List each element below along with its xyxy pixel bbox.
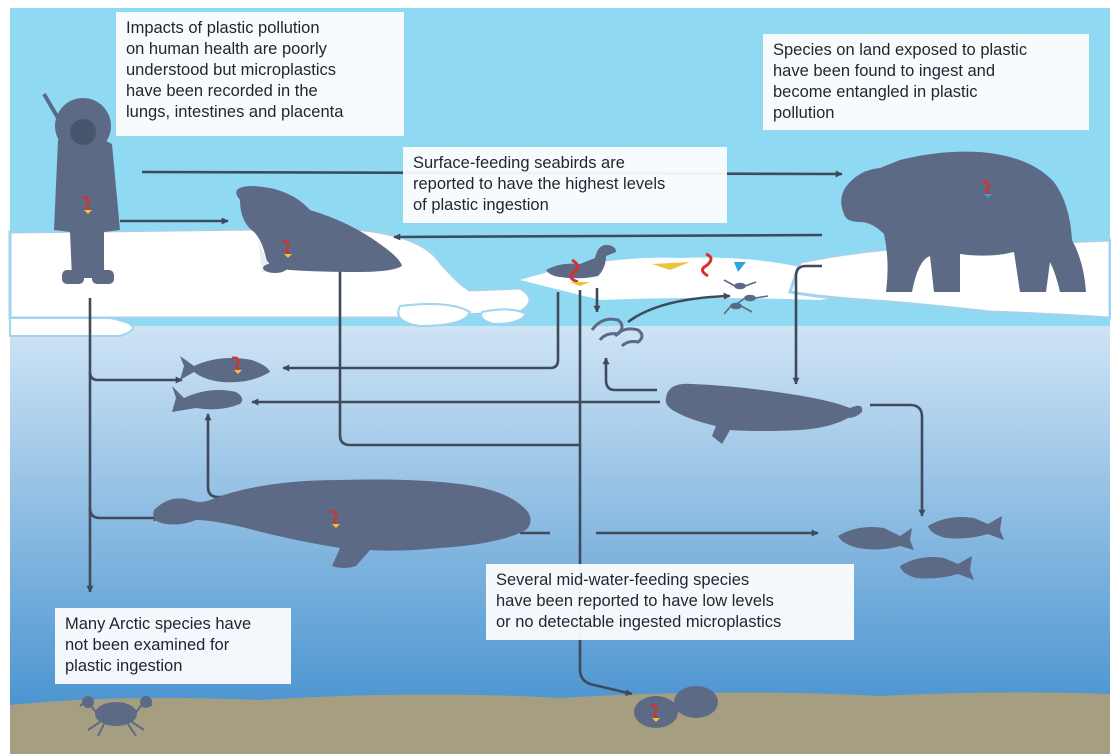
callout-line: on human health are poorly: [126, 39, 394, 60]
callout-line: not been examined for: [65, 635, 281, 656]
callout-line: of plastic ingestion: [413, 195, 717, 216]
callout-line: Species on land exposed to plastic: [773, 40, 1079, 61]
callout-line: have been reported to have low levels: [496, 591, 844, 612]
callout-line: become entangled in plastic: [773, 82, 1079, 103]
callout-line: or no detectable ingested microplastics: [496, 612, 844, 633]
clam-icon: [674, 686, 718, 718]
callout-line: Impacts of plastic pollution: [126, 18, 394, 39]
seabed: [10, 692, 1110, 754]
callout-line: have been found to ingest and: [773, 61, 1079, 82]
callout-line: Surface-feeding seabirds are: [413, 153, 717, 174]
callout-line: lungs, intestines and placenta: [126, 102, 394, 123]
callout-line: reported to have the highest levels: [413, 174, 717, 195]
callout-line: plastic ingestion: [65, 656, 281, 677]
ice-floe: [10, 318, 133, 336]
callout-line: understood but microplastics: [126, 60, 394, 81]
callout-line: Many Arctic species have: [65, 614, 281, 635]
callout-line: have been recorded in the: [126, 81, 394, 102]
callout-line: Several mid-water-feeding species: [496, 570, 844, 591]
callout-line: pollution: [773, 103, 1079, 124]
